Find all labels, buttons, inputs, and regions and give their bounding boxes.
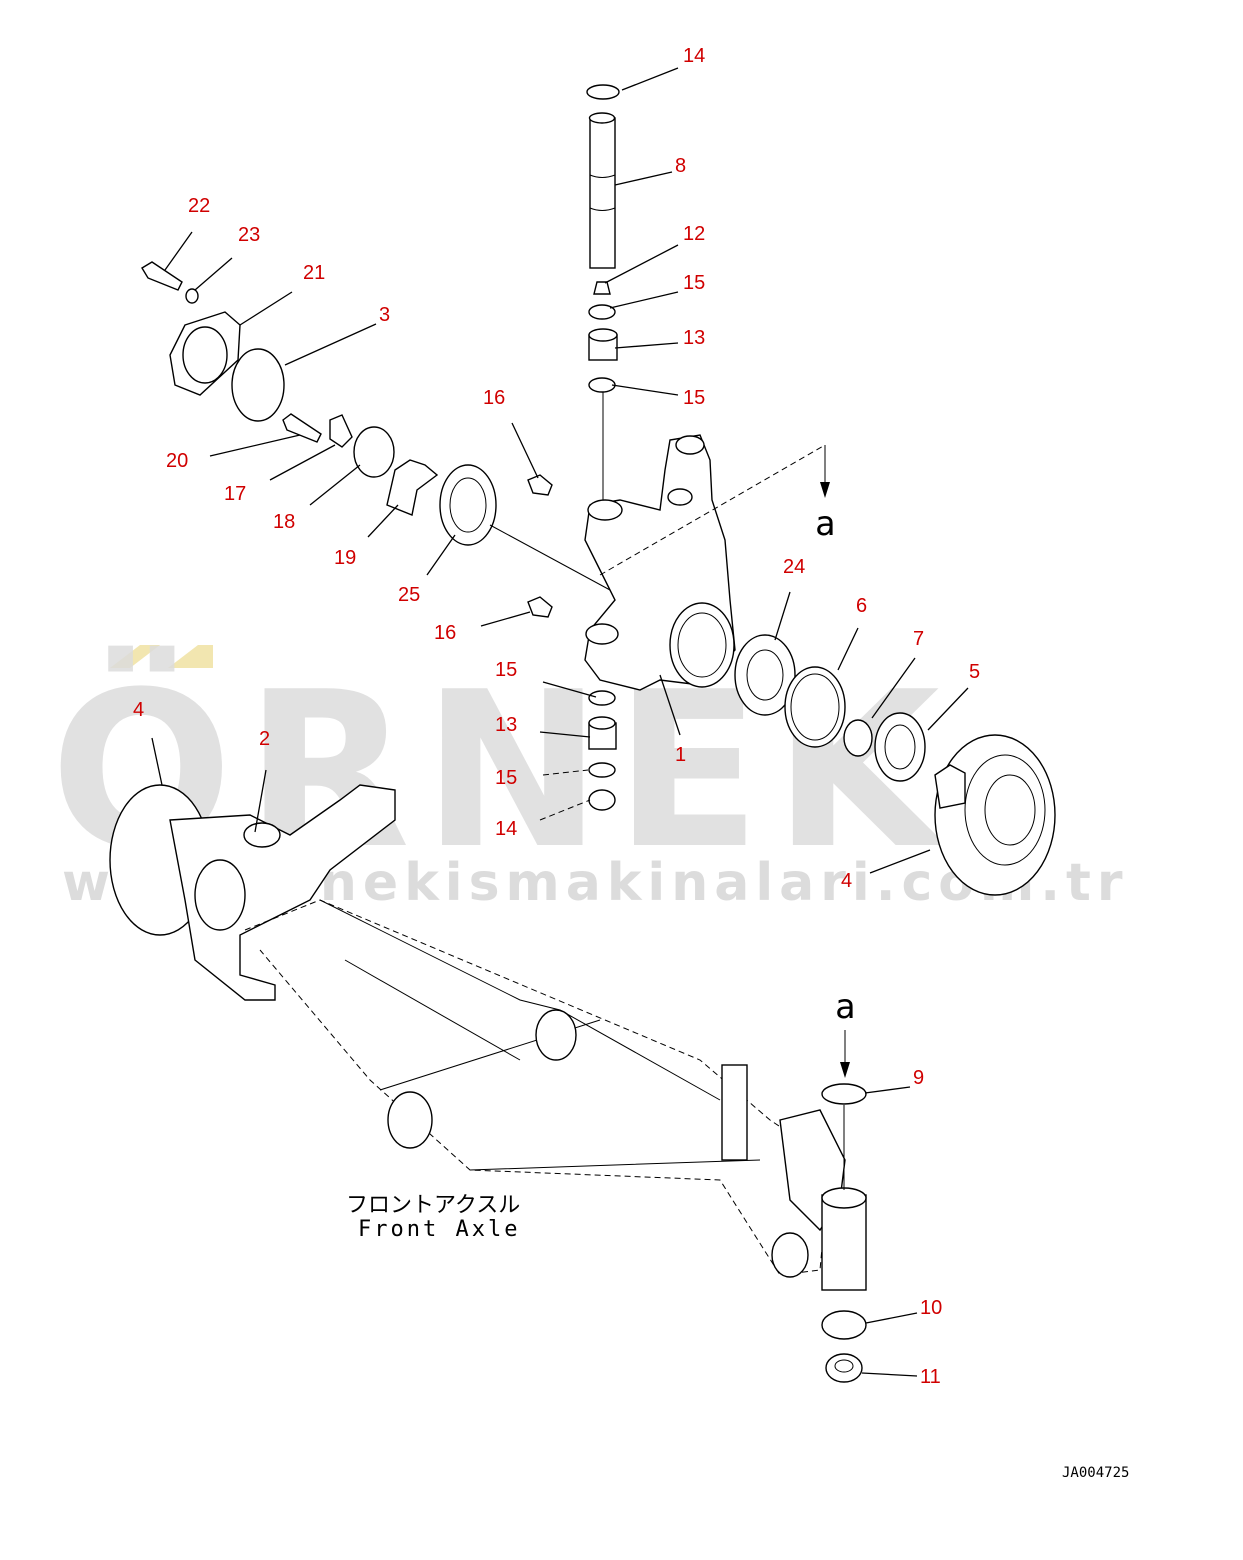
left-parts — [141, 261, 611, 618]
callout-16: 16 — [434, 622, 456, 644]
callout-22: 22 — [188, 195, 210, 217]
callout-6: 6 — [856, 595, 867, 617]
cap-part — [586, 84, 620, 100]
callout-7: 7 — [913, 628, 924, 650]
callout-21: 21 — [303, 262, 325, 284]
callout-14: 14 — [495, 818, 517, 840]
callout-8: 8 — [675, 155, 686, 177]
title-japanese: フロントアクスル — [346, 1193, 520, 1218]
watermark-umlaut-left — [110, 645, 160, 668]
callout-16: 16 — [483, 387, 505, 409]
callout-4: 4 — [841, 870, 852, 892]
callout-10: 10 — [920, 1297, 942, 1319]
axle-body: a — [109, 784, 867, 1383]
callout-15: 15 — [495, 767, 517, 789]
callout-17: 17 — [224, 483, 246, 505]
pin-top — [588, 112, 616, 124]
pin-part — [589, 117, 616, 269]
king-pin-assembly — [586, 84, 620, 500]
callout-20: 20 — [166, 450, 188, 472]
callout-25: 25 — [398, 584, 420, 606]
callout-15: 15 — [683, 387, 705, 409]
callout-1: 1 — [675, 744, 686, 766]
view-marker-a-bottom: a — [835, 987, 855, 1027]
shim-part — [588, 304, 616, 320]
callout-9: 9 — [913, 1067, 924, 1089]
callout-4: 4 — [133, 699, 144, 721]
callout-11: 11 — [920, 1366, 941, 1388]
callout-14: 14 — [683, 45, 705, 67]
callout-23: 23 — [238, 224, 260, 246]
callout-labels: 14 8 12 15 13 15 22 23 21 3 16 20 17 18 … — [133, 45, 980, 1388]
callout-3: 3 — [379, 304, 390, 326]
right-parts — [734, 634, 1056, 896]
callout-15: 15 — [683, 272, 705, 294]
callout-2: 2 — [259, 728, 270, 750]
watermark-umlaut-right — [168, 645, 213, 668]
callout-19: 19 — [334, 547, 356, 569]
grease-fitting-part — [593, 281, 611, 295]
view-marker-a-top: a — [815, 504, 835, 544]
leader-lines — [151, 67, 969, 1377]
callout-12: 12 — [683, 223, 705, 245]
callout-15: 15 — [495, 659, 517, 681]
callout-5: 5 — [969, 661, 980, 683]
steering-knuckle: a — [584, 434, 835, 691]
callout-24: 24 — [783, 556, 805, 578]
callout-13: 13 — [495, 714, 517, 736]
lower-pin-stack — [588, 690, 617, 811]
title-english: Front Axle — [358, 1217, 520, 1242]
callout-18: 18 — [273, 511, 295, 533]
callout-13: 13 — [683, 327, 705, 349]
drawing-code: JA004725 — [1062, 1465, 1129, 1481]
